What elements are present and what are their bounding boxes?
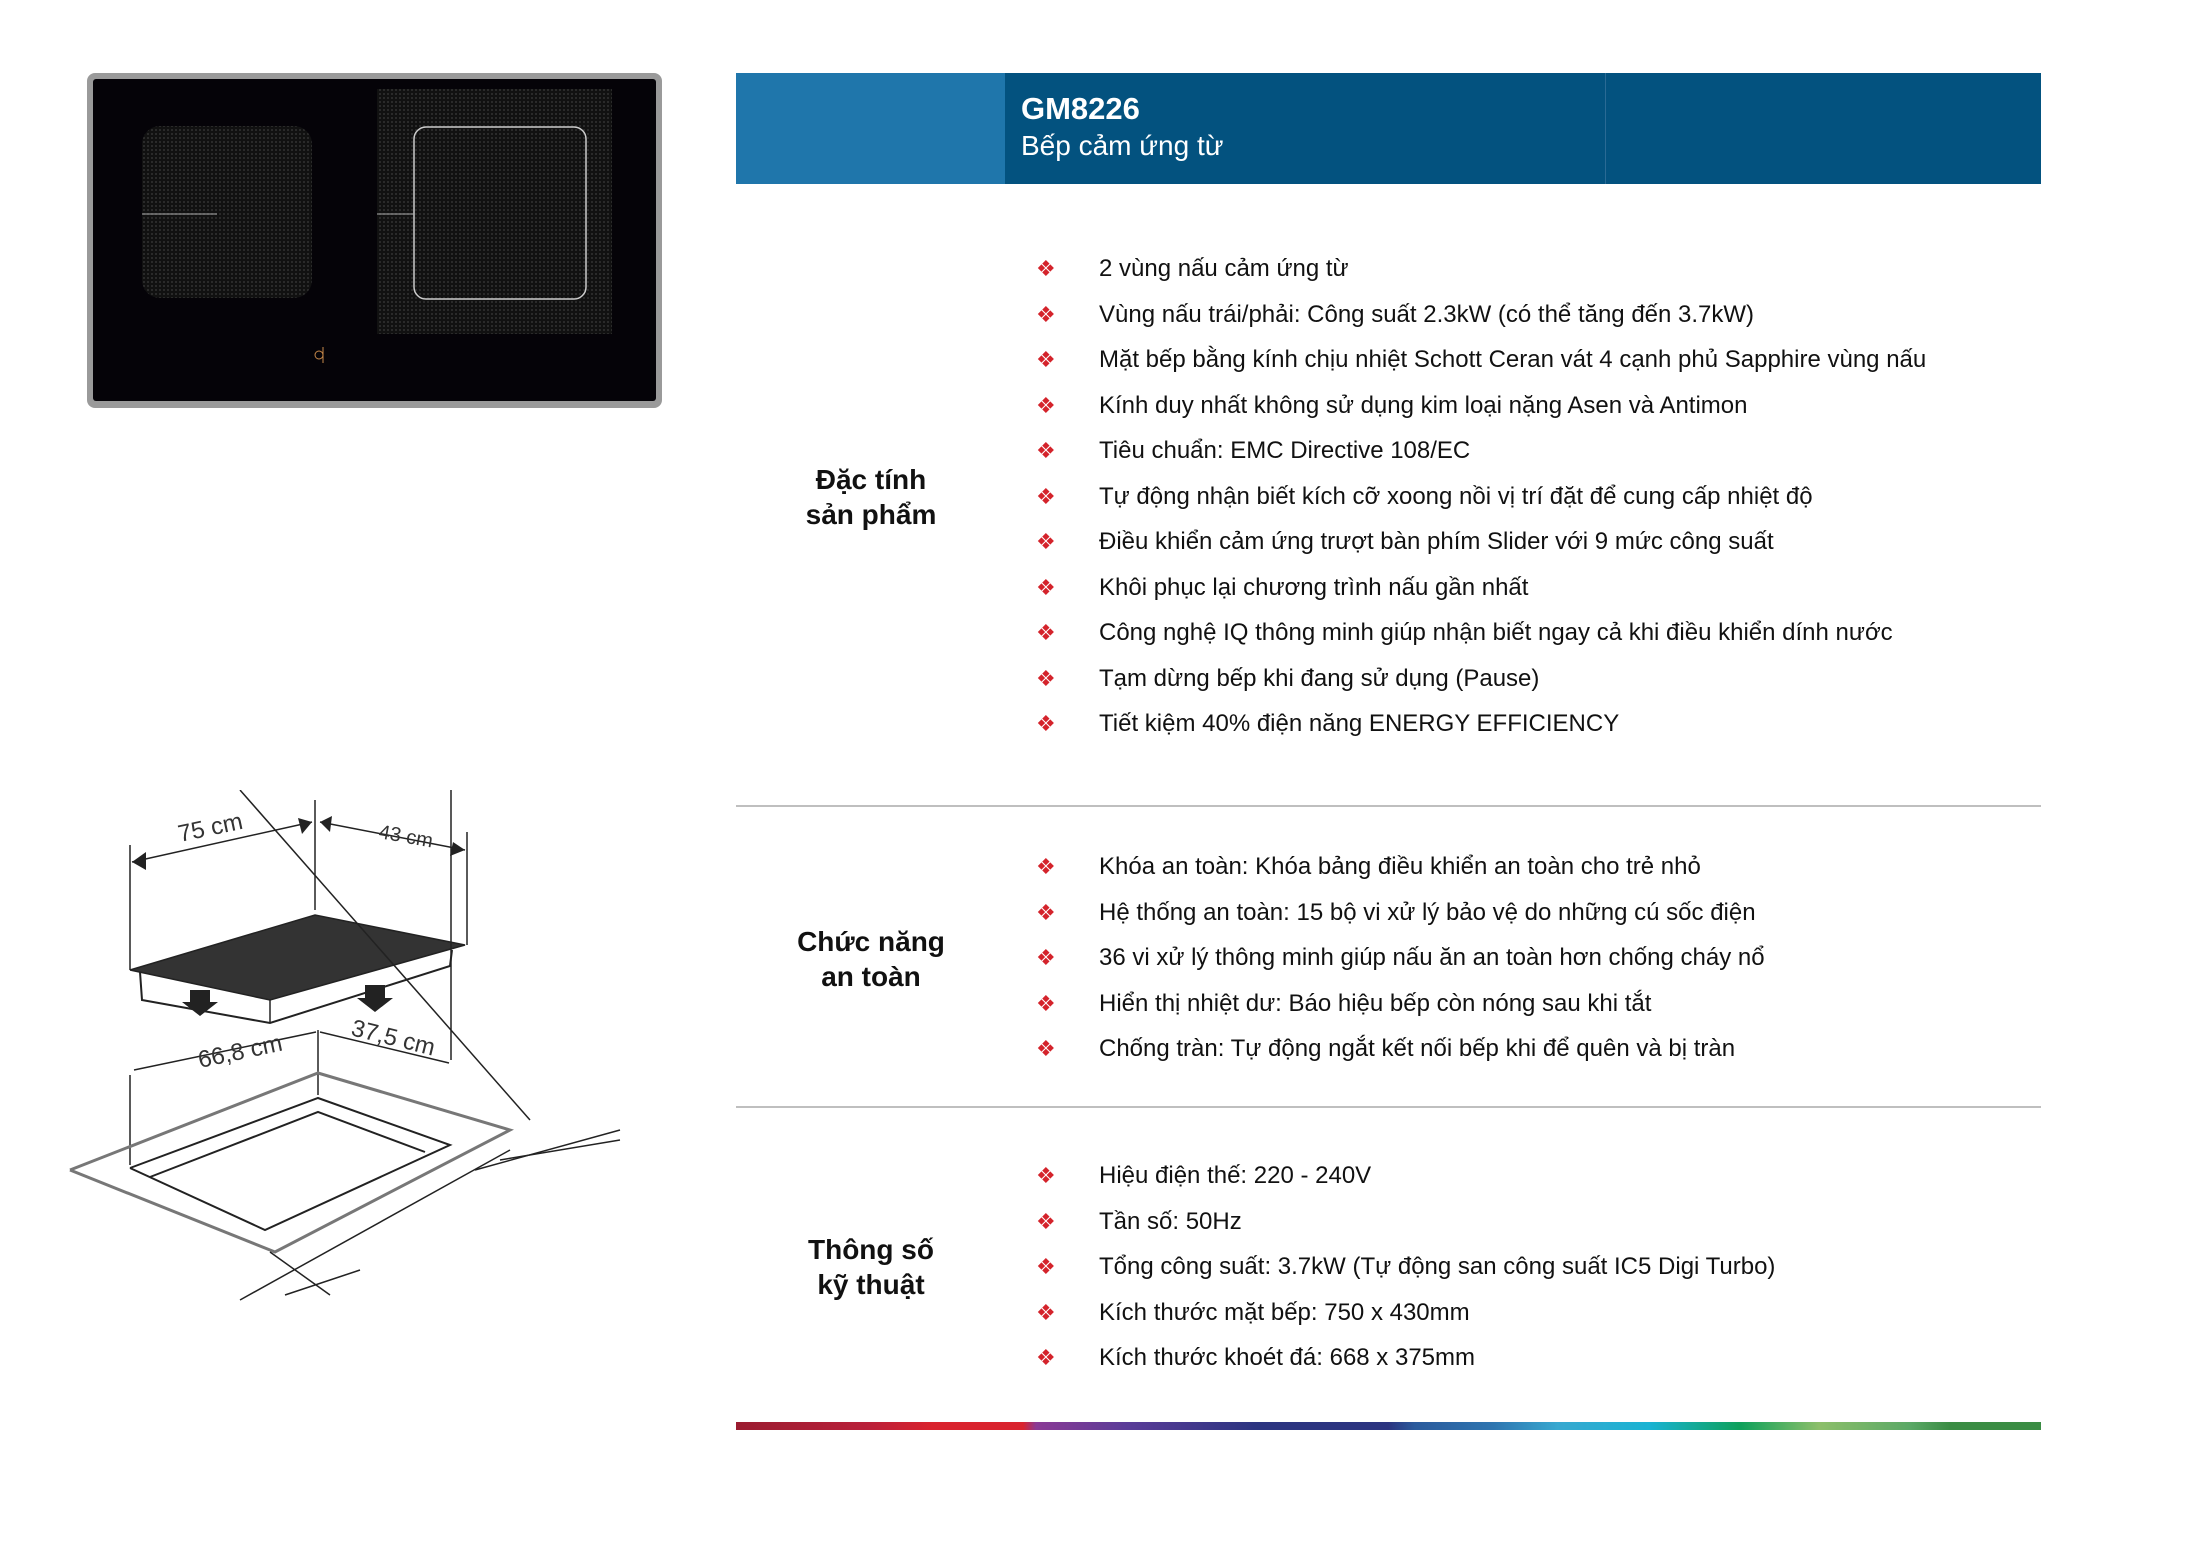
product-subtitle: Bếp cảm ứng từ: [1021, 130, 1224, 161]
list-item-text: Mặt bếp bằng kính chịu nhiệt Schott Cera…: [1099, 346, 1927, 373]
list-item: ❖ Chống tràn: Tự động ngắt kết nối bếp kh…: [1034, 1035, 1765, 1081]
model-title: GM8226: [1021, 91, 1140, 126]
header-divider: [1605, 73, 1606, 184]
list-item: ❖ Khôi phục lại chương trình nấu gần nhất: [1034, 574, 1926, 620]
list-item-text: 36 vi xử lý thông minh giúp nấu ăn an to…: [1099, 944, 1765, 971]
red-diamond-bullet-icon: ❖: [1036, 620, 1056, 645]
red-diamond-bullet-icon: ❖: [1036, 438, 1056, 463]
red-diamond-bullet-icon: ❖: [1036, 256, 1056, 281]
list-item-text: Tự động nhận biết kích cỡ xoong nồi vị t…: [1099, 482, 1813, 510]
label-line: kỹ thuật: [817, 1269, 925, 1300]
red-diamond-bullet-icon: ❖: [1036, 1208, 1056, 1234]
list-item: ❖ Hệ thống an toàn: 15 bộ vi xử lý bảo vệ…: [1034, 899, 1765, 945]
list-item-text: Hiển thị nhiệt dư: Báo hiệu bếp còn nóng…: [1099, 989, 1652, 1017]
list-item: ❖ 2 vùng nấu cảm ứng từ: [1034, 255, 1926, 301]
dimension-diagram: 75 cm 43 cm 66,8 cm 37,5 cm: [69, 790, 621, 1301]
safety-list: ❖ Khóa an toàn: Khóa bảng điều khiển an t…: [1034, 853, 1765, 1081]
red-diamond-bullet-icon: ❖: [1036, 574, 1056, 600]
section-divider: [736, 805, 2041, 807]
list-item-text: Kích thước mặt bếp: 750 x 430mm: [1099, 1298, 1470, 1326]
red-diamond-bullet-icon: ❖: [1036, 1254, 1056, 1279]
list-item-text: Công nghệ IQ thông minh giúp nhận biết n…: [1099, 619, 1893, 646]
red-diamond-bullet-icon: ❖: [1036, 1163, 1056, 1188]
list-item-text: Tiết kiệm 40% điện năng ENERGY EFFICIENC…: [1099, 710, 1620, 737]
red-diamond-bullet-icon: ❖: [1036, 711, 1056, 736]
header-accent-block: [736, 73, 1005, 184]
list-item: ❖ Tổng công suất: 3.7kW (Tự động san công…: [1034, 1253, 1775, 1299]
list-item: ❖ Tạm dừng bếp khi đang sử dụng (Pause): [1034, 665, 1926, 711]
cooktop-photo: [87, 73, 662, 408]
red-diamond-bullet-icon: ❖: [1036, 945, 1056, 970]
label-line: an toàn: [821, 961, 921, 992]
dimension-depth-cutout: 37,5 cm: [349, 1015, 438, 1062]
list-item: ❖ 36 vi xử lý thông minh giúp nấu ăn an t…: [1034, 944, 1765, 990]
dimension-depth-top: 43 cm: [377, 821, 434, 852]
red-diamond-bullet-icon: ❖: [1036, 301, 1056, 327]
specs-list: ❖Hiệu điện thế: 220 - 240V❖Tần số: 50Hz❖…: [1034, 1162, 1775, 1390]
red-diamond-bullet-icon: ❖: [1036, 854, 1056, 879]
list-item-text: Hiệu điện thế: 220 - 240V: [1099, 1162, 1372, 1189]
red-diamond-bullet-icon: ❖: [1036, 1299, 1056, 1325]
red-diamond-bullet-icon: ❖: [1036, 1036, 1056, 1061]
product-header: GM8226 Bếp cảm ứng từ: [736, 73, 2041, 184]
label-line: sản phẩm: [805, 499, 937, 530]
section-label-features: Đặc tính sản phẩm: [736, 462, 1006, 532]
list-item-text: Tần số: 50Hz: [1099, 1207, 1242, 1235]
list-item-text: Điều khiển cảm ứng trượt bàn phím Slider…: [1099, 528, 1774, 555]
dimension-width-cutout: 66,8 cm: [196, 1030, 285, 1074]
list-item: ❖ Tiết kiệm 40% điện năng ENERGY EFFICIEN…: [1034, 710, 1926, 756]
label-line: Đặc tính: [815, 464, 927, 495]
list-item: ❖ Tần số: 50Hz: [1034, 1208, 1775, 1254]
list-item: ❖ Hiệu điện thế: 220 - 240V: [1034, 1162, 1775, 1208]
section-divider: [736, 1106, 2041, 1108]
list-item: ❖ Công nghệ IQ thông minh giúp nhận biết …: [1034, 619, 1926, 665]
list-item-text: 2 vùng nấu cảm ứng từ: [1099, 255, 1349, 282]
list-item-text: Hệ thống an toàn: 15 bộ vi xử lý bảo vệ …: [1099, 898, 1756, 926]
label-line: Chức năng: [797, 926, 945, 957]
list-item: ❖ Điều khiển cảm ứng trượt bàn phím Slide…: [1034, 528, 1926, 574]
list-item: ❖ Kính duy nhất không sử dụng kim loại nặ…: [1034, 392, 1926, 438]
section-label-specs: Thông số kỹ thuật: [736, 1232, 1006, 1302]
list-item: ❖ Khóa an toàn: Khóa bảng điều khiển an t…: [1034, 853, 1765, 899]
dimension-width-top: 75 cm: [176, 808, 246, 848]
red-diamond-bullet-icon: ❖: [1036, 392, 1056, 418]
list-item: ❖ Hiển thị nhiệt dư: Báo hiệu bếp còn nón…: [1034, 990, 1765, 1036]
list-item: ❖ Kích thước khoét đá: 668 x 375mm: [1034, 1344, 1775, 1390]
section-label-safety: Chức năng an toàn: [736, 924, 1006, 994]
list-item-text: Chống tràn: Tự động ngắt kết nối bếp khi…: [1099, 1035, 1736, 1062]
list-item-text: Tiêu chuẩn: EMC Directive 108/EC: [1099, 437, 1471, 464]
color-gradient-bar: [736, 1422, 2041, 1430]
list-item-text: Tạm dừng bếp khi đang sử dụng (Pause): [1099, 664, 1540, 692]
list-item-text: Tổng công suất: 3.7kW (Tự động san công …: [1099, 1253, 1776, 1280]
list-item-text: Kích thước khoét đá: 668 x 375mm: [1099, 1344, 1475, 1371]
red-diamond-bullet-icon: ❖: [1036, 347, 1056, 372]
red-diamond-bullet-icon: ❖: [1036, 990, 1056, 1016]
list-item: ❖ Vùng nấu trái/phải: Công suất 2.3kW (có…: [1034, 301, 1926, 347]
red-diamond-bullet-icon: ❖: [1036, 483, 1056, 509]
list-item-text: Khôi phục lại chương trình nấu gần nhất: [1099, 573, 1529, 601]
list-item-text: Vùng nấu trái/phải: Công suất 2.3kW (có …: [1099, 300, 1755, 328]
list-item: ❖ Tự động nhận biết kích cỡ xoong nồi vị …: [1034, 483, 1926, 529]
list-item: ❖ Mặt bếp bằng kính chịu nhiệt Schott Cer…: [1034, 346, 1926, 392]
list-item-text: Kính duy nhất không sử dụng kim loại nặn…: [1099, 391, 1748, 419]
red-diamond-bullet-icon: ❖: [1036, 899, 1056, 925]
red-diamond-bullet-icon: ❖: [1036, 1345, 1056, 1370]
red-diamond-bullet-icon: ❖: [1036, 529, 1056, 554]
label-line: Thông số: [808, 1234, 934, 1265]
list-item-text: Khóa an toàn: Khóa bảng điều khiển an to…: [1099, 853, 1701, 880]
list-item: ❖ Tiêu chuẩn: EMC Directive 108/EC: [1034, 437, 1926, 483]
features-list: ❖ 2 vùng nấu cảm ứng từ ❖ Vùng nấu trái/phả…: [1034, 255, 1926, 756]
list-item: ❖ Kích thước mặt bếp: 750 x 430mm: [1034, 1299, 1775, 1345]
red-diamond-bullet-icon: ❖: [1036, 665, 1056, 691]
